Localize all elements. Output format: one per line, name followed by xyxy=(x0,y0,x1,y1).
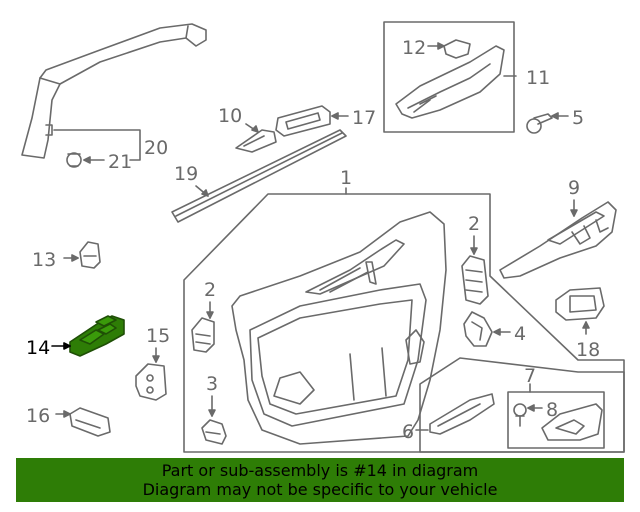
part-15-switch[interactable] xyxy=(135,363,167,401)
callout-21: 21 xyxy=(108,151,132,173)
callout-9: 9 xyxy=(568,177,580,199)
callout-6: 6 xyxy=(402,421,414,443)
part-16-sensor[interactable] xyxy=(69,407,111,437)
part-19-weatherstrip[interactable] xyxy=(171,129,347,223)
part-20-pillar-trim[interactable] xyxy=(21,23,207,159)
callout-8: 8 xyxy=(546,399,558,421)
callout-2a: 2 xyxy=(204,279,216,301)
part-3-clip[interactable] xyxy=(201,419,227,445)
leader-20 xyxy=(53,129,141,161)
callout-20: 20 xyxy=(144,137,168,159)
callout-5: 5 xyxy=(572,107,584,129)
part-6-bezel[interactable] xyxy=(429,393,495,435)
group-box-11 xyxy=(383,21,515,133)
info-banner: Part or sub-assembly is #14 in diagram D… xyxy=(16,458,624,502)
part-5-screw[interactable] xyxy=(526,113,553,134)
part-2-bracket-upper[interactable] xyxy=(461,255,489,305)
part-7-handle-bezel[interactable] xyxy=(541,403,603,441)
callout-18: 18 xyxy=(576,339,600,361)
part-11-handle-bezel[interactable] xyxy=(395,45,505,119)
part-8-clip[interactable] xyxy=(513,403,527,427)
callout-10: 10 xyxy=(218,105,242,127)
part-4-bracket[interactable] xyxy=(463,311,493,347)
callout-3: 3 xyxy=(206,373,218,395)
callout-19: 19 xyxy=(174,163,198,185)
part-21-clip[interactable] xyxy=(66,152,82,168)
callout-17: 17 xyxy=(352,107,376,129)
part-1-door-trim-panel[interactable] xyxy=(231,211,447,445)
part-17-switch-bezel[interactable] xyxy=(275,105,331,137)
callout-13: 13 xyxy=(32,249,56,271)
callout-11: 11 xyxy=(526,67,550,89)
callout-15: 15 xyxy=(146,325,170,347)
callout-14: 14 xyxy=(26,337,50,359)
group-box-7 xyxy=(507,391,605,449)
part-10-trim-piece[interactable] xyxy=(235,129,277,153)
parts-diagram: 20 21 19 10 17 12 11 5 1 9 2 13 2 18 4 1… xyxy=(21,21,625,453)
callout-7: 7 xyxy=(524,365,536,387)
group-box-6 xyxy=(419,357,625,453)
part-2-bracket-left[interactable] xyxy=(191,317,215,353)
callout-16: 16 xyxy=(26,405,50,427)
banner-line-2: Diagram may not be specific to your vehi… xyxy=(142,480,498,499)
part-13-clip[interactable] xyxy=(79,241,101,269)
part-12-cap[interactable] xyxy=(443,39,471,59)
part-18-switch-housing[interactable] xyxy=(555,287,605,321)
callout-12: 12 xyxy=(402,37,426,59)
callout-1: 1 xyxy=(340,167,352,189)
callout-2b: 2 xyxy=(468,213,480,235)
callout-4: 4 xyxy=(514,323,526,345)
part-9-armrest[interactable] xyxy=(499,201,617,279)
banner-line-1: Part or sub-assembly is #14 in diagram xyxy=(161,461,479,480)
part-14-window-switch[interactable] xyxy=(69,315,125,357)
